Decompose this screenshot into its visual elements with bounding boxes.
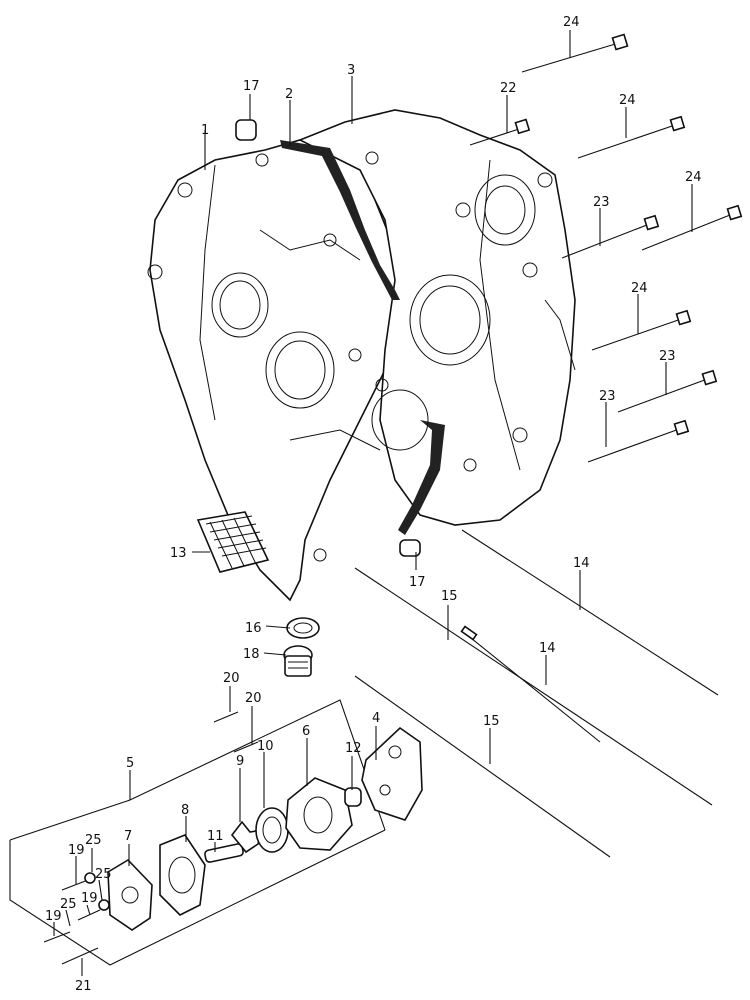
pump-rotor-outer (255, 807, 289, 853)
oil-pump-cover (107, 858, 153, 931)
sealing-washer (286, 617, 320, 639)
callout-24: 24 (685, 170, 702, 185)
callout-18: 18 (243, 647, 260, 662)
drain-plug (283, 645, 313, 677)
pump-shaft (204, 843, 244, 863)
callout-15: 15 (483, 714, 500, 729)
callout-1: 1 (201, 123, 209, 138)
callout-3: 3 (347, 63, 355, 78)
callout-23: 23 (659, 349, 676, 364)
callout-7: 7 (124, 829, 132, 844)
callout-20: 20 (245, 691, 262, 706)
callout-10: 10 (257, 739, 274, 754)
callout-22: 22 (500, 81, 517, 96)
callout-13: 13 (170, 546, 187, 561)
callout-23: 23 (599, 389, 616, 404)
oil-pump-plate (361, 726, 423, 821)
dowel-pin-lower (399, 539, 421, 557)
dowel-pin-upper (235, 119, 257, 141)
gasket-strip (280, 140, 400, 300)
callout-23: 23 (593, 195, 610, 210)
crankcase-bolts (469, 33, 743, 463)
callout-20: 20 (223, 671, 240, 686)
callout-24: 24 (631, 281, 648, 296)
callout-2: 2 (285, 87, 293, 102)
callout-19: 19 (68, 843, 85, 858)
callout-11: 11 (207, 829, 224, 844)
callout-9: 9 (236, 754, 244, 769)
callout-14: 14 (573, 556, 590, 571)
callout-16: 16 (245, 621, 262, 636)
assembly-bracket (9, 699, 386, 966)
oil-pump-gasket (159, 834, 206, 916)
callout-17: 17 (409, 575, 426, 590)
callout-6: 6 (302, 724, 310, 739)
callout-19: 19 (45, 909, 62, 924)
callout-labels: 24 17 2 3 22 24 1 24 23 24 23 23 13 14 1… (45, 15, 702, 994)
gasket-strip-lower (398, 420, 445, 535)
callout-19: 19 (81, 891, 98, 906)
callout-8: 8 (181, 803, 189, 818)
collar (344, 787, 362, 807)
callout-14: 14 (539, 641, 556, 656)
crankcase-assembly (147, 109, 576, 602)
callout-15: 15 (441, 589, 458, 604)
leader-lines (53, 30, 693, 976)
studs (354, 529, 719, 858)
callout-5: 5 (126, 756, 134, 771)
callout-12: 12 (345, 741, 362, 756)
callout-17: 17 (243, 79, 260, 94)
callout-25: 25 (60, 897, 77, 912)
callout-24: 24 (619, 93, 636, 108)
callout-24: 24 (563, 15, 580, 30)
oil-pump-body (285, 777, 353, 851)
screws-and-washers (43, 872, 110, 965)
callout-25: 25 (95, 867, 112, 882)
callout-4: 4 (372, 711, 380, 726)
callout-25: 25 (85, 833, 102, 848)
small-bolts (213, 711, 259, 753)
callout-21: 21 (75, 979, 92, 994)
oil-strainer-screen (196, 511, 270, 573)
